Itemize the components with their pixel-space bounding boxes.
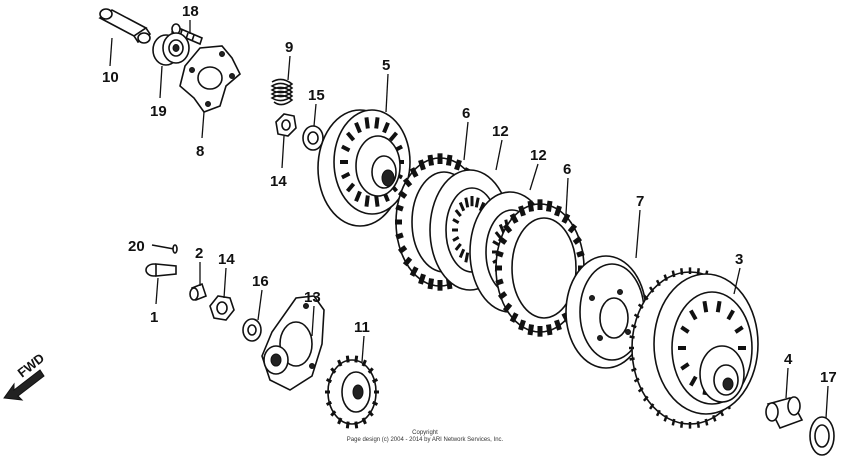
- leader-lines: [109, 20, 829, 419]
- callout-14-lower: 14: [218, 251, 235, 268]
- part-10-pin[interactable]: [98, 8, 152, 44]
- callout-19: 19: [150, 103, 167, 120]
- part-19-bearing[interactable]: [152, 32, 190, 66]
- callout-1: 1: [150, 309, 158, 326]
- part-14-nut-upper[interactable]: [275, 113, 297, 137]
- part-14-nut-lower[interactable]: [209, 295, 235, 321]
- part-15-washer[interactable]: [302, 125, 324, 151]
- part-17-washer[interactable]: [809, 416, 835, 456]
- part-4-collar[interactable]: [765, 396, 804, 429]
- part-7-plate[interactable]: [565, 255, 647, 369]
- copyright-line-1: Copyright: [412, 430, 438, 436]
- part-18-bolt[interactable]: [171, 23, 203, 46]
- part-3-clutch-outer[interactable]: [629, 267, 759, 429]
- part-5-clutch-center[interactable]: [317, 109, 411, 227]
- callout-15: 15: [308, 87, 325, 104]
- callout-3: 3: [735, 251, 743, 268]
- callout-17: 17: [820, 369, 837, 386]
- part-8-lifter-plate[interactable]: [179, 45, 241, 113]
- copyright-notice: Copyright Page design (c) 2004 - 2014 by…: [0, 430, 850, 444]
- callout-10: 10: [102, 69, 119, 86]
- callout-13: 13: [304, 289, 321, 306]
- callout-7: 7: [636, 193, 644, 210]
- part-16-washer[interactable]: [242, 318, 262, 342]
- fwd-arrow-icon: [3, 369, 45, 401]
- copyright-line-2: Page design (c) 2004 - 2014 by ARI Netwo…: [346, 437, 504, 443]
- callout-labels: 10 18 19 8 9 15 14 5 6 12 12 6 7 3 4 17 …: [102, 3, 837, 386]
- part-9-spring[interactable]: [270, 78, 294, 106]
- callout-12-right: 12: [530, 147, 547, 164]
- callout-9: 9: [285, 39, 293, 56]
- callout-18: 18: [182, 3, 199, 20]
- callout-12-left: 12: [492, 123, 509, 140]
- callout-6-left: 6: [462, 105, 470, 122]
- callout-20: 20: [128, 238, 145, 255]
- part-2-collar[interactable]: [189, 282, 207, 302]
- part-13-oil-pump[interactable]: [261, 295, 325, 391]
- callout-14-upper: 14: [270, 173, 287, 190]
- callout-5: 5: [382, 57, 390, 74]
- callout-2: 2: [195, 245, 203, 262]
- part-1-bolt[interactable]: [145, 263, 177, 277]
- callout-6-right: 6: [563, 161, 571, 178]
- part-11-gear[interactable]: [325, 355, 379, 429]
- part-20-pin[interactable]: [151, 244, 178, 254]
- callout-11: 11: [354, 319, 370, 336]
- callout-16: 16: [252, 273, 269, 290]
- callout-8: 8: [196, 143, 204, 160]
- callout-4: 4: [784, 351, 793, 368]
- fwd-direction-indicator: FWD: [3, 350, 47, 401]
